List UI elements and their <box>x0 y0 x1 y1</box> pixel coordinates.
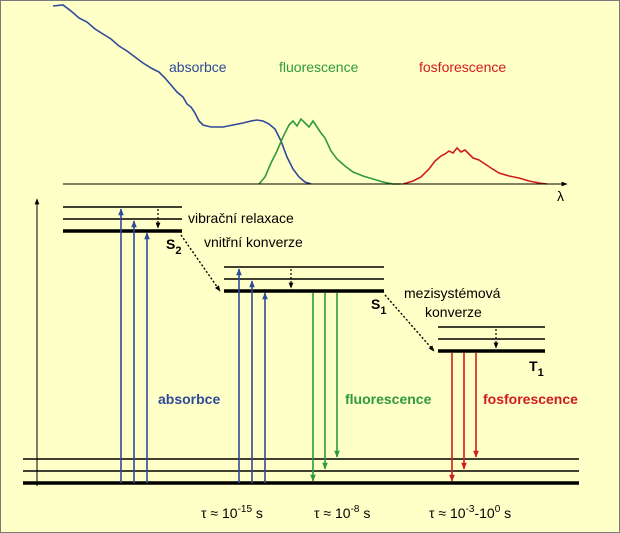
absorption-lifetime: τ ≈ 10-15 s <box>201 504 263 521</box>
intersystem-crossing-label-line2: konverze <box>425 304 482 320</box>
state-t1: T1 <box>438 326 545 379</box>
absorption-spectrum-curve <box>52 4 312 185</box>
s2-label: S2 <box>166 236 181 257</box>
absorbce-spectrum-label: absorbce <box>169 59 227 75</box>
fosforescence-process-label: fosforescence <box>483 391 578 407</box>
fluorescence-arrows <box>310 293 340 482</box>
internal-conversion-arrow <box>180 234 221 292</box>
absorption-arrows-s1 <box>236 268 268 483</box>
phosphorescence-spectrum-curve <box>402 146 548 185</box>
fosforescence-spectrum-label: fosforescence <box>419 59 506 75</box>
intersystem-crossing-label-line1: mezisystémová <box>404 285 501 301</box>
state-s2: S2 <box>63 206 182 257</box>
fluorescence-lifetime: τ ≈ 10-8 s <box>314 504 370 521</box>
internal-conversion-label: vnitřní konverze <box>204 234 303 250</box>
state-s1: S1 <box>224 266 386 317</box>
fluorescence-spectrum-curve <box>258 117 401 185</box>
ground-state-s0 <box>23 458 579 485</box>
t1-label: T1 <box>529 358 544 379</box>
phosphorescence-arrows <box>449 353 479 482</box>
wavelength-axis-symbol: λ <box>557 188 564 204</box>
spectrum-panel: λ absorbce fluorescence fosforescence <box>52 4 568 204</box>
phosphorescence-lifetime: τ ≈ 10-3-100 s <box>429 504 511 521</box>
vibrational-relaxation-label: vibrační relaxace <box>188 210 294 226</box>
fluorescence-process-label: fluorescence <box>345 391 432 407</box>
s1-label: S1 <box>371 296 386 317</box>
intersystem-crossing-arrow <box>384 294 435 352</box>
absorbce-process-label: absorbce <box>158 391 220 407</box>
fluorescence-spectrum-label: fluorescence <box>279 59 359 75</box>
absorption-arrows-s2 <box>118 208 150 483</box>
